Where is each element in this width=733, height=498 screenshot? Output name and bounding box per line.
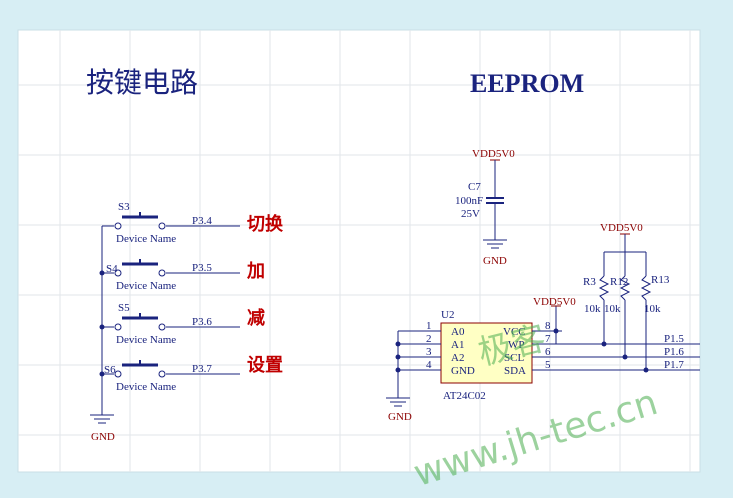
button-s4 [114,259,166,277]
eeprom-chip-body [440,322,533,384]
resistor-ref: R13 [651,274,670,286]
pin-name: VCC [503,326,526,338]
pin-number: 6 [545,346,551,358]
button-function: 设置 [247,355,283,376]
capacitor-value: 100nF [455,195,483,207]
pin-number: 2 [426,333,432,345]
button-s3 [114,212,166,230]
resistor-ref: R12 [610,276,628,288]
pin-name: SCL [504,352,524,364]
button-device-name: Device Name [116,334,176,346]
capacitor-c7 [483,159,507,249]
pin-name: SDA [504,365,526,377]
button-function: 加 [246,261,265,282]
pin-number: 8 [545,320,551,332]
net-label: P3.6 [192,316,212,328]
resistor-value: 10k [604,303,621,315]
pin-name: A2 [451,352,464,364]
title-buttons: 按键电路 [86,66,198,99]
net-label: P1.7 [664,359,684,371]
button-s6 [114,360,166,378]
button-device-name: Device Name [116,381,176,393]
title-eeprom: EEPROM [470,69,584,98]
eeprom-ref: U2 [441,309,454,321]
pin-number: 3 [426,346,432,358]
button-device-name: Device Name [116,280,176,292]
pin-number: 7 [545,333,551,345]
gnd-label: GND [388,411,412,423]
net-label: P1.6 [664,346,684,358]
power-label-cap: VDD5V0 [472,148,515,160]
pin-name: WP [508,339,525,351]
gnd-symbol-buttons [90,414,114,424]
eeprom-junctions [395,328,649,373]
pin-name: GND [451,365,475,377]
pin-name: A0 [451,326,465,338]
eeprom-part: AT24C02 [443,390,486,402]
sheet-frame [17,29,701,473]
net-label: P3.4 [192,215,212,227]
button-function: 切换 [247,213,284,235]
resistor-value: 10k [644,303,661,315]
net-label: P3.5 [192,262,212,274]
gnd-label: GND [91,431,115,443]
pin-name: A1 [451,339,464,351]
power-label-pullup: VDD5V0 [600,222,643,234]
net-label: P1.5 [664,333,684,345]
capacitor-ref: C7 [468,181,481,193]
button-device-name: Device Name [116,233,176,245]
button-s5 [114,313,166,331]
button-ref: S4 [106,263,118,275]
button-junctions [99,270,105,377]
pin-number: 1 [426,320,432,332]
pin-number: 5 [545,359,551,371]
button-function: 减 [247,307,265,329]
resistor-ref: R3 [583,276,596,288]
resistor-value: 10k [584,303,601,315]
pullup-network [598,233,652,370]
gnd-label: GND [483,255,507,267]
pin-number: 4 [426,359,432,371]
capacitor-voltage: 25V [461,208,480,220]
button-ref: S5 [118,302,130,314]
button-ref: S6 [104,364,116,376]
power-label-eeprom: VDD5V0 [533,296,576,308]
net-label: P3.7 [192,363,212,375]
button-ref: S3 [118,201,130,213]
